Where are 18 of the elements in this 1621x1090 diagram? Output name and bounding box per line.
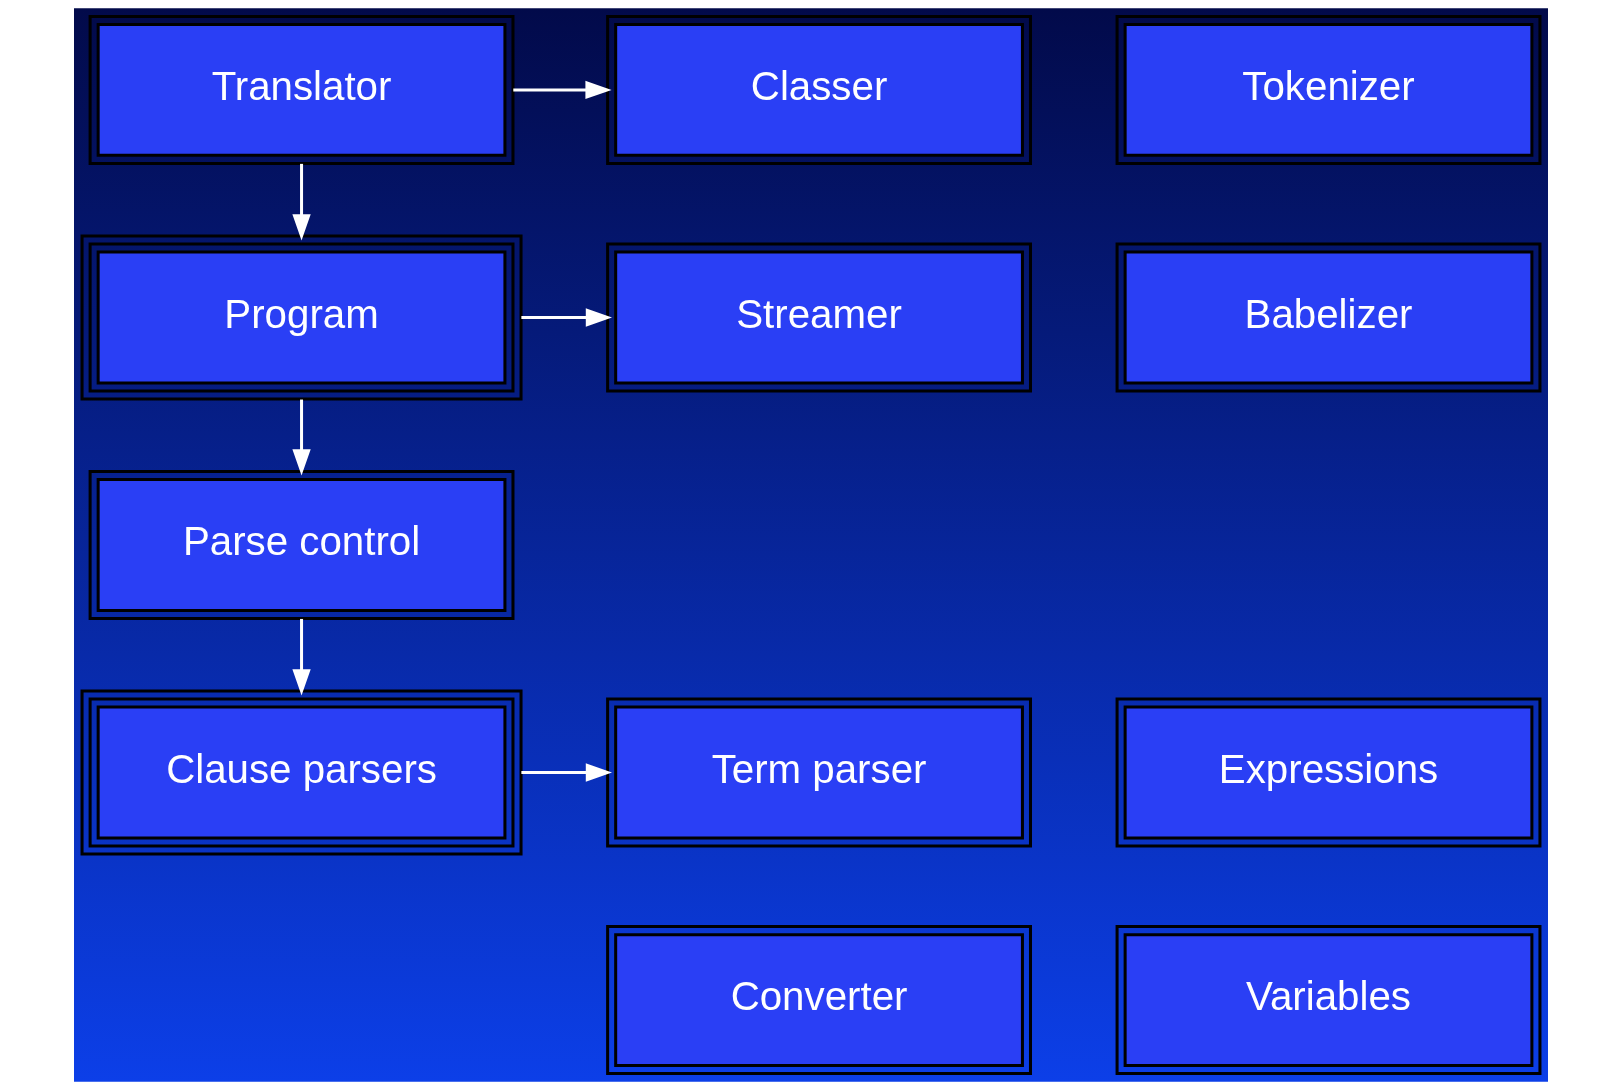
node-box: Expressions bbox=[1115, 697, 1541, 848]
node-box: Babelizer bbox=[1115, 242, 1541, 393]
arrow bbox=[291, 618, 311, 696]
node-box: Tokenizer bbox=[1115, 14, 1541, 165]
arrow bbox=[291, 163, 311, 241]
node-box: Converter bbox=[605, 925, 1032, 1076]
node-box: Streamer bbox=[605, 242, 1032, 393]
arrow bbox=[520, 308, 612, 327]
arrow bbox=[512, 80, 612, 100]
node-box: Translator bbox=[88, 14, 514, 165]
arrow bbox=[291, 399, 311, 476]
node-box: Variables bbox=[1115, 925, 1541, 1076]
node-box: Term parser bbox=[605, 697, 1032, 848]
node-box: Program bbox=[80, 234, 523, 401]
node-box: Parse control bbox=[88, 470, 514, 620]
node-box: Clause parsers bbox=[80, 689, 523, 856]
arrow bbox=[520, 763, 612, 782]
node-box: Classer bbox=[605, 14, 1032, 165]
